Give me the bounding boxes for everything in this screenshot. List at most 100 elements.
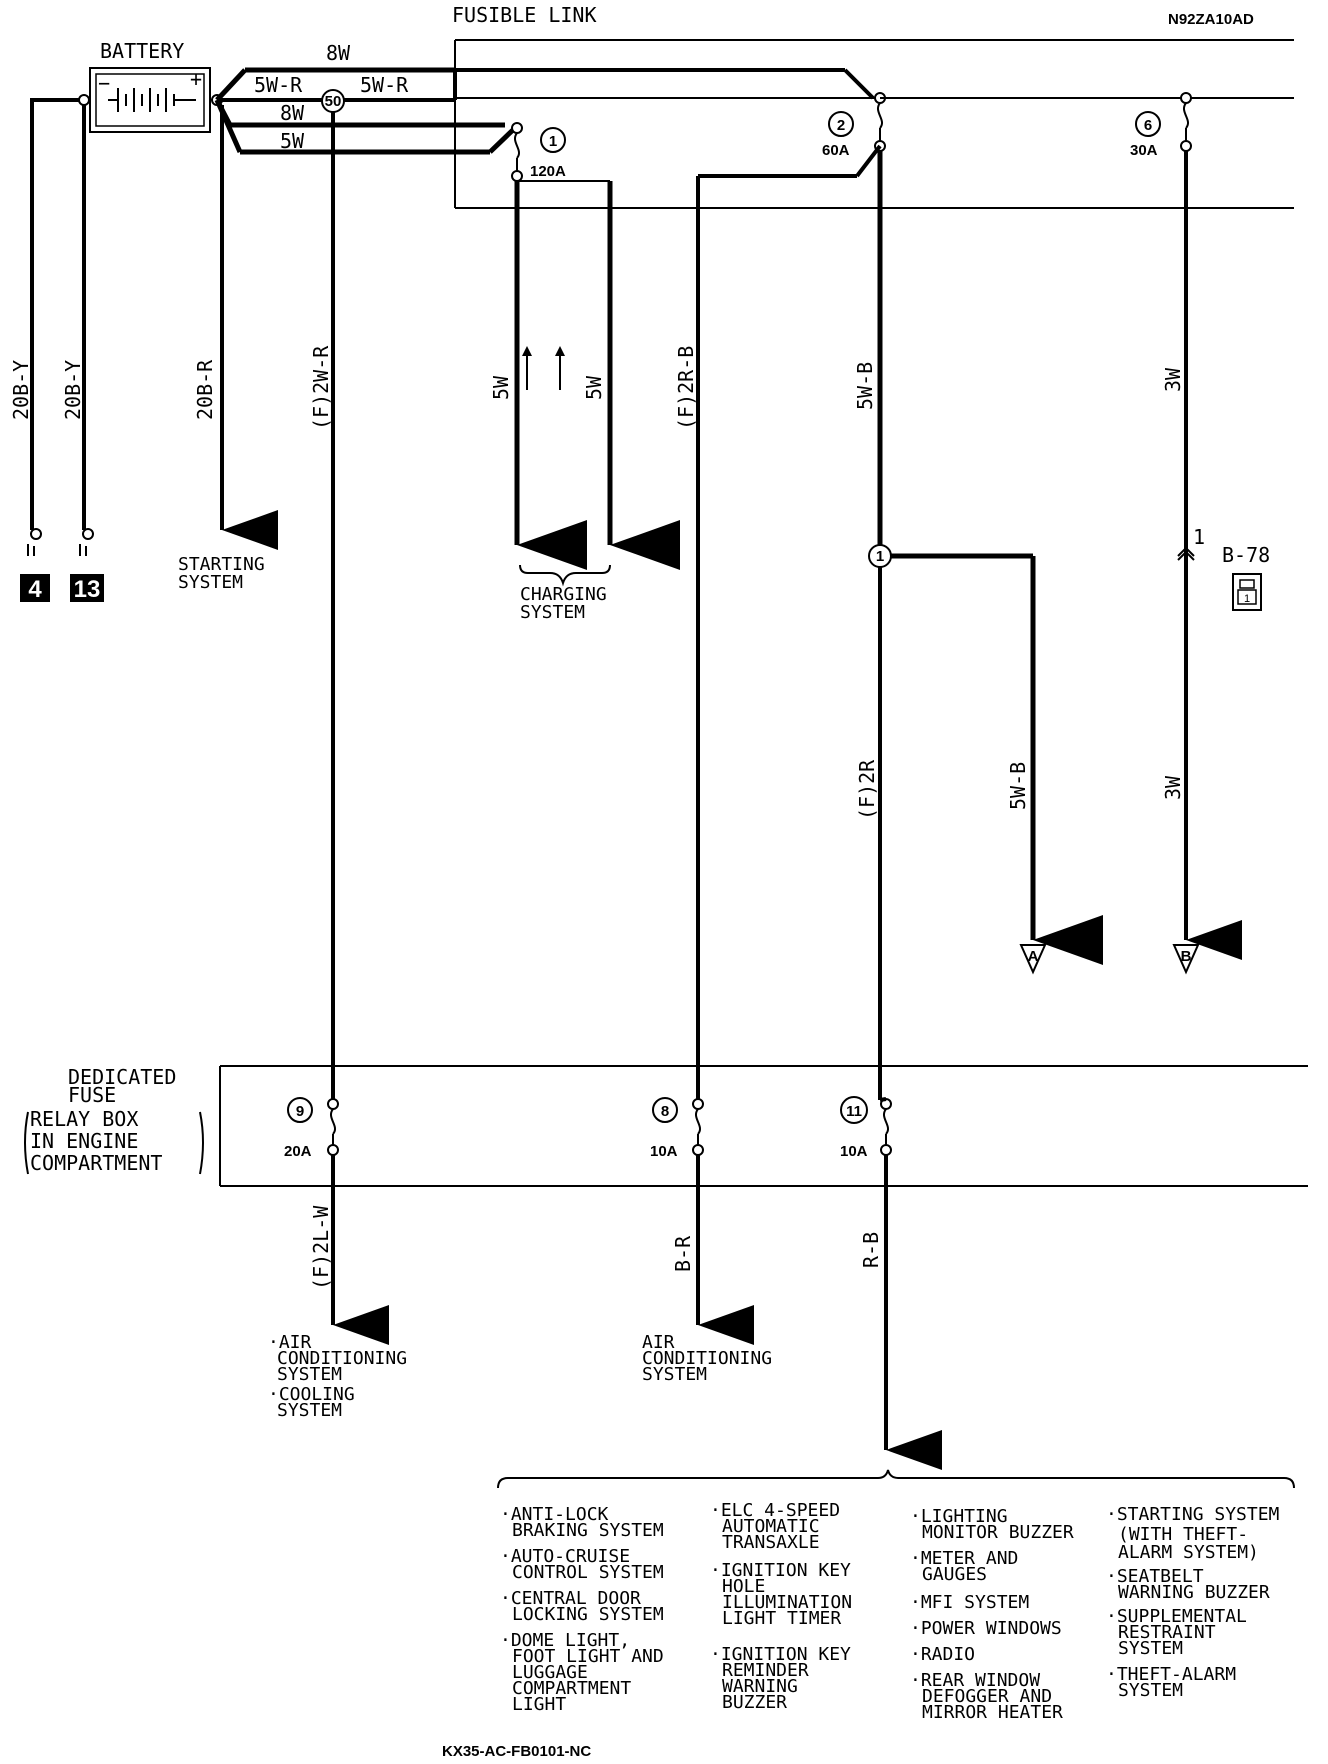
svg-text:RESTRAINT: RESTRAINT [1118, 1622, 1216, 1643]
wire-f2r-b: (F)2R-B [674, 346, 698, 430]
wire-5w-b-a: 5W-B [1006, 762, 1030, 810]
fusible-link-1: 1 120A [511, 122, 566, 182]
dedicated-fuse-sub2: IN ENGINE [30, 1129, 138, 1153]
svg-text:DEFOGGER AND: DEFOGGER AND [922, 1686, 1052, 1707]
svg-text:REMINDER: REMINDER [722, 1660, 809, 1681]
wire-20b-y-1: 20B-Y [9, 360, 33, 420]
svg-text:·MFI SYSTEM: ·MFI SYSTEM [910, 1592, 1029, 1613]
svg-text:SYSTEM: SYSTEM [277, 1400, 342, 1421]
charging-brace [519, 564, 611, 587]
battery-minus: − [98, 71, 110, 95]
svg-text:LOCKING SYSTEM: LOCKING SYSTEM [512, 1604, 664, 1625]
svg-text:50: 50 [325, 93, 342, 110]
dedicated-fuse-title1: DEDICATED [68, 1065, 176, 1089]
fusible-link-2: 2 60A [822, 102, 886, 159]
svg-text:1: 1 [1244, 593, 1250, 605]
wire-5w-b: 5W-B [853, 362, 877, 410]
dedicated-fuse-sub1: RELAY BOX [30, 1107, 138, 1131]
svg-text:SYSTEM: SYSTEM [277, 1364, 342, 1385]
svg-text:8: 8 [661, 1103, 669, 1120]
svg-text:·COOLING: ·COOLING [268, 1384, 355, 1405]
svg-text:·IGNITION KEY: ·IGNITION KEY [710, 1560, 851, 1581]
svg-text:·AUTO-CRUISE: ·AUTO-CRUISE [500, 1546, 630, 1567]
svg-text:11: 11 [846, 1103, 862, 1120]
svg-text:BUZZER: BUZZER [722, 1692, 787, 1713]
terminal-b [1172, 944, 1200, 975]
ground-icon-2 [79, 528, 94, 556]
ground-badge-4 [20, 574, 50, 602]
svg-text:FOOT LIGHT AND: FOOT LIGHT AND [512, 1646, 664, 1667]
connector-pin: 1 [1193, 525, 1205, 549]
wire-5w-r-right: 5W-R [360, 73, 409, 97]
connector-name: B-78 [1222, 543, 1270, 567]
svg-text:CONTROL SYSTEM: CONTROL SYSTEM [512, 1562, 664, 1583]
connector-pin-mark [1177, 546, 1195, 561]
charging-system-line1: CHARGING [520, 584, 607, 605]
svg-text:(WITH THEFT-: (WITH THEFT- [1118, 1524, 1248, 1545]
svg-text:COMPARTMENT: COMPARTMENT [512, 1678, 631, 1699]
svg-text:·ELC 4-SPEED: ·ELC 4-SPEED [710, 1500, 840, 1521]
wire-20b-r: 20B-R [193, 359, 217, 420]
svg-text:LIGHT: LIGHT [512, 1694, 566, 1715]
svg-text:WARNING: WARNING [722, 1676, 798, 1697]
svg-text:MIRROR HEATER: MIRROR HEATER [922, 1702, 1063, 1723]
svg-text:A: A [1028, 948, 1039, 965]
wire-5w: 5W [280, 129, 305, 153]
svg-text:·RADIO: ·RADIO [910, 1644, 975, 1665]
dedicated-fuse-sub3: COMPARTMENT [30, 1151, 162, 1175]
fusible-link-box [454, 39, 1294, 209]
systems-col2: ·ELC 4-SPEED AUTOMATIC TRANSAXLE ·IGNITI… [710, 1500, 852, 1713]
svg-text:BRAKING SYSTEM: BRAKING SYSTEM [512, 1520, 664, 1541]
wire-f2r: (F)2R [855, 759, 879, 820]
svg-text:WARNING BUZZER: WARNING BUZZER [1118, 1582, 1270, 1603]
svg-text:CONDITIONING: CONDITIONING [642, 1348, 772, 1369]
svg-text:60A: 60A [822, 142, 850, 159]
svg-text:SYSTEM: SYSTEM [1118, 1680, 1183, 1701]
svg-text:·DOME LIGHT,: ·DOME LIGHT, [500, 1630, 630, 1651]
svg-text:10A: 10A [840, 1143, 868, 1160]
svg-text:·SEATBELT: ·SEATBELT [1106, 1566, 1204, 1587]
systems-col3: ·LIGHTING MONITOR BUZZER ·METER AND GAUG… [910, 1506, 1074, 1723]
svg-text:6: 6 [1144, 117, 1152, 134]
ground-icon-1 [27, 528, 42, 556]
connector-icon: 1 [1232, 573, 1262, 611]
svg-text:4: 4 [28, 576, 42, 603]
svg-text:·REAR WINDOW: ·REAR WINDOW [910, 1670, 1040, 1691]
output-left: ·AIR CONDITIONING SYSTEM ·COOLING SYSTEM [268, 1332, 407, 1421]
fusible-link-title: FUSIBLE LINK [452, 3, 597, 27]
systems-col1: ·ANTI-LOCK BRAKING SYSTEM ·AUTO-CRUISE C… [500, 1504, 664, 1715]
svg-text:SYSTEM: SYSTEM [642, 1364, 707, 1385]
charging-system-line2: SYSTEM [520, 602, 585, 623]
svg-text:HOLE: HOLE [722, 1576, 765, 1597]
battery-plus: + [190, 67, 202, 91]
dedicated-fuse-box [219, 1065, 1308, 1187]
svg-text:ILLUMINATION: ILLUMINATION [722, 1592, 852, 1613]
svg-text:10A: 10A [650, 1143, 678, 1160]
svg-text:AIR: AIR [642, 1332, 675, 1353]
svg-text:·METER AND: ·METER AND [910, 1548, 1018, 1569]
ground-badge-13 [70, 574, 104, 602]
fuse-8: 8 10A [650, 1097, 704, 1160]
wire-r-b: R-B [859, 1232, 883, 1268]
svg-text:1: 1 [876, 548, 884, 565]
wire-5w-r-left: 5W-R [254, 73, 303, 97]
svg-text:120A: 120A [530, 163, 566, 180]
starting-system-line1: STARTING [178, 554, 265, 575]
svg-text:B: B [1181, 948, 1192, 965]
svg-text:GAUGES: GAUGES [922, 1564, 987, 1585]
wire-5w-charge-1: 5W [489, 375, 513, 400]
svg-text:·AIR: ·AIR [268, 1332, 312, 1353]
svg-text:CONDITIONING: CONDITIONING [277, 1348, 407, 1369]
terminal-a [1019, 944, 1047, 975]
fusible-link-6: 6 30A [1130, 102, 1192, 159]
svg-text:SYSTEM: SYSTEM [1118, 1638, 1183, 1659]
svg-text:·CENTRAL DOOR: ·CENTRAL DOOR [500, 1588, 641, 1609]
battery: BATTERY − + [89, 39, 211, 133]
diagram-code: N92ZA10AD [1168, 11, 1254, 28]
systems-col4: ·STARTING SYSTEM (WITH THEFT- ALARM SYST… [1106, 1504, 1280, 1701]
wire-8w-mid: 8W [280, 101, 305, 125]
svg-text:·IGNITION KEY: ·IGNITION KEY [710, 1644, 851, 1665]
wire-3w-top: 3W [1161, 367, 1185, 392]
svg-text:·THEFT-ALARM: ·THEFT-ALARM [1106, 1664, 1236, 1685]
battery-label: BATTERY [100, 39, 184, 63]
